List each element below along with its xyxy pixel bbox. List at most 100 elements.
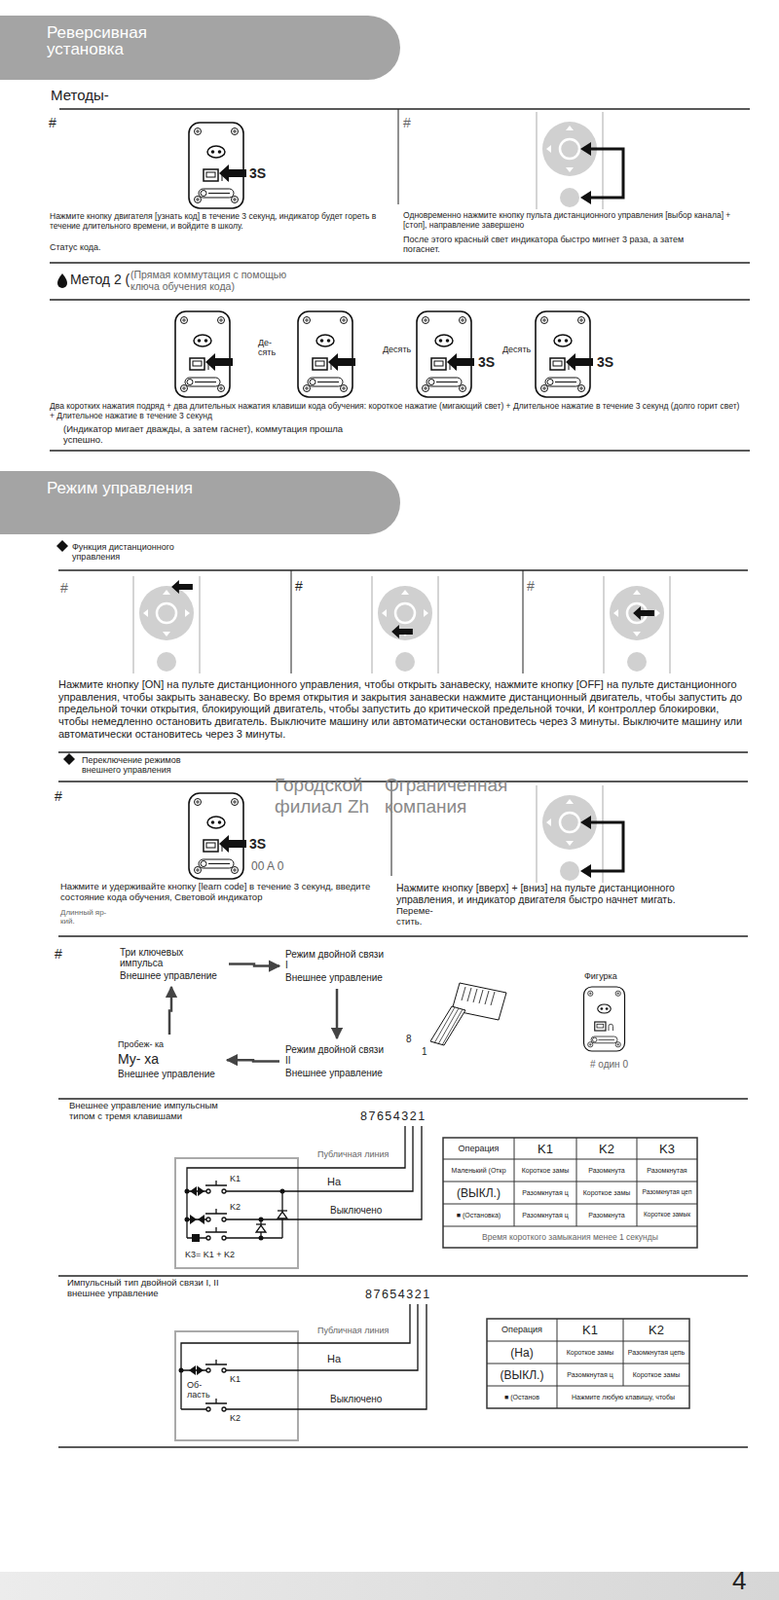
schematic-double-link-part-part [196, 1366, 204, 1376]
rj45-plug-part [434, 1007, 463, 1046]
schematic-three-key-part-part [197, 1187, 205, 1197]
motor-heads-part [416, 311, 472, 398]
section-rules-part [49, 298, 750, 301]
table-cell: Разомкнутая цеп [636, 1182, 698, 1205]
table-cell: Разомкнута [576, 1204, 637, 1227]
remote-controls-part [603, 576, 670, 674]
motor-heads-part [297, 311, 353, 398]
schematic-double-link-part [181, 1304, 427, 1410]
section-rules-part [58, 1446, 748, 1449]
schematic-double-link-part [205, 1360, 227, 1366]
text-label: # [54, 788, 63, 805]
text-label: Десять [382, 344, 411, 355]
remote-controls-part [171, 580, 193, 594]
schematic-three-key-part [256, 1224, 266, 1225]
schematic-three-key-part-part [259, 1218, 264, 1224]
node-title: Режим двойной связи I [285, 949, 389, 971]
text-label: # [60, 580, 69, 596]
text-label: Два коротких нажатия подряд + два длител… [49, 402, 743, 422]
operation-tables-part [443, 1159, 698, 1227]
schematic-three-key-part [186, 1237, 283, 1239]
section-band: Реверсивная установка [0, 15, 401, 80]
text-label: # [403, 114, 411, 131]
schematic-double-link-part [181, 1304, 418, 1372]
schematic-three-key-part-part [185, 1218, 190, 1224]
text-label: Выключено [330, 1394, 382, 1407]
text-label: После этого красный свет индикатора быст… [403, 234, 715, 256]
schematic-three-key-part-part [280, 1189, 286, 1195]
bullets-part [56, 540, 69, 553]
schematic-double-link-part [181, 1304, 410, 1410]
section-rules-part [58, 1098, 748, 1101]
text-label: 3S [478, 354, 495, 371]
schematic-three-key [175, 1126, 422, 1269]
text-label: # [526, 578, 535, 594]
footer-bar [0, 1572, 779, 1600]
operation-tables-part [486, 1341, 690, 1387]
text-label: Длинный яр- кий. [60, 908, 119, 927]
schematic-double-link-part [175, 1332, 298, 1442]
section-rules-part [391, 781, 393, 877]
text-label: Метод 2 ( [70, 271, 130, 288]
cycle-arrow [169, 987, 172, 1036]
schematic-three-key-part [206, 1218, 211, 1223]
remote-controls-part [391, 625, 413, 639]
table-cell: K2 [623, 1319, 690, 1342]
press-arrows-part [219, 164, 247, 183]
text-label: # один 0 [590, 1059, 629, 1072]
section-rules-part [59, 108, 750, 111]
text-label: 1 [421, 1046, 428, 1059]
text-label: Переключение режимов внешнего управления [81, 755, 209, 777]
text-label: 87654321 [360, 1110, 427, 1124]
text-label: # [295, 578, 303, 594]
schematic-three-key-part-part [197, 1215, 205, 1225]
section-rules [49, 109, 750, 1448]
combo-brackets-part [580, 864, 592, 879]
press-arrows-part [565, 353, 594, 371]
node-title: Режим управления [46, 480, 203, 497]
combo-brackets-part [580, 142, 592, 156]
bullets-part [63, 753, 75, 766]
cycle-arrow [228, 964, 280, 967]
schematic-three-key-part [205, 1181, 227, 1187]
table-cell: K2 [576, 1138, 637, 1160]
text-label: На [327, 1353, 341, 1367]
text-label: 3S [249, 836, 266, 853]
table-cell: Разомкнутая ц [556, 1364, 624, 1387]
motor-heads-part [188, 793, 244, 880]
press-arrows-part [446, 353, 475, 371]
text-label: 3S [249, 165, 266, 182]
schematic-three-key-part-part [189, 1215, 197, 1225]
motor-heads-part [535, 311, 591, 398]
text-label: Публичная линия [317, 1326, 389, 1336]
cycle-arrow [335, 989, 339, 1039]
schematic-three-key-part [205, 1209, 227, 1215]
text-label: Десять [502, 344, 531, 355]
text-label: Внешнее управление импульсным типом с тр… [69, 1101, 235, 1123]
table-cell: (ВЫКЛ.) [486, 1364, 557, 1387]
schematic-three-key-part [206, 1189, 211, 1194]
schematic-double-link-part [206, 1369, 211, 1373]
operation-tables [443, 1138, 698, 1410]
mode-node: Режим двойной связи IIВнешнее управление [282, 1041, 392, 1082]
schematic-double-link-part-part [188, 1366, 196, 1376]
text-label: Фигурка [584, 971, 618, 982]
table-cell: Короткое замы [623, 1364, 690, 1387]
schematic-double-link [175, 1304, 427, 1442]
text-label: K1 [229, 1174, 241, 1185]
text-label: K2 [229, 1202, 241, 1213]
text-label: 8 [406, 1034, 412, 1046]
table-cell: Разомкнутая [636, 1159, 698, 1183]
text-label: 87654321 [365, 1288, 432, 1302]
text-label: Публичная линия [317, 1149, 389, 1160]
section-rules-part [522, 570, 524, 674]
node-text: Внешнее управление [285, 1068, 389, 1079]
schematic-double-link-part [222, 1408, 226, 1412]
table-cell: Разомкнутая ц [514, 1182, 577, 1205]
table-cell: Операция [486, 1319, 557, 1342]
table-cell: Короткое замы [556, 1341, 624, 1365]
text-label: Нажмите кнопку [вверх] + [вниз] на пульт… [396, 882, 733, 906]
motor-heads [175, 122, 626, 1052]
text-label: # [54, 946, 63, 963]
text-label: Нажмите кнопку двигателя [узнать код] в … [49, 212, 386, 232]
